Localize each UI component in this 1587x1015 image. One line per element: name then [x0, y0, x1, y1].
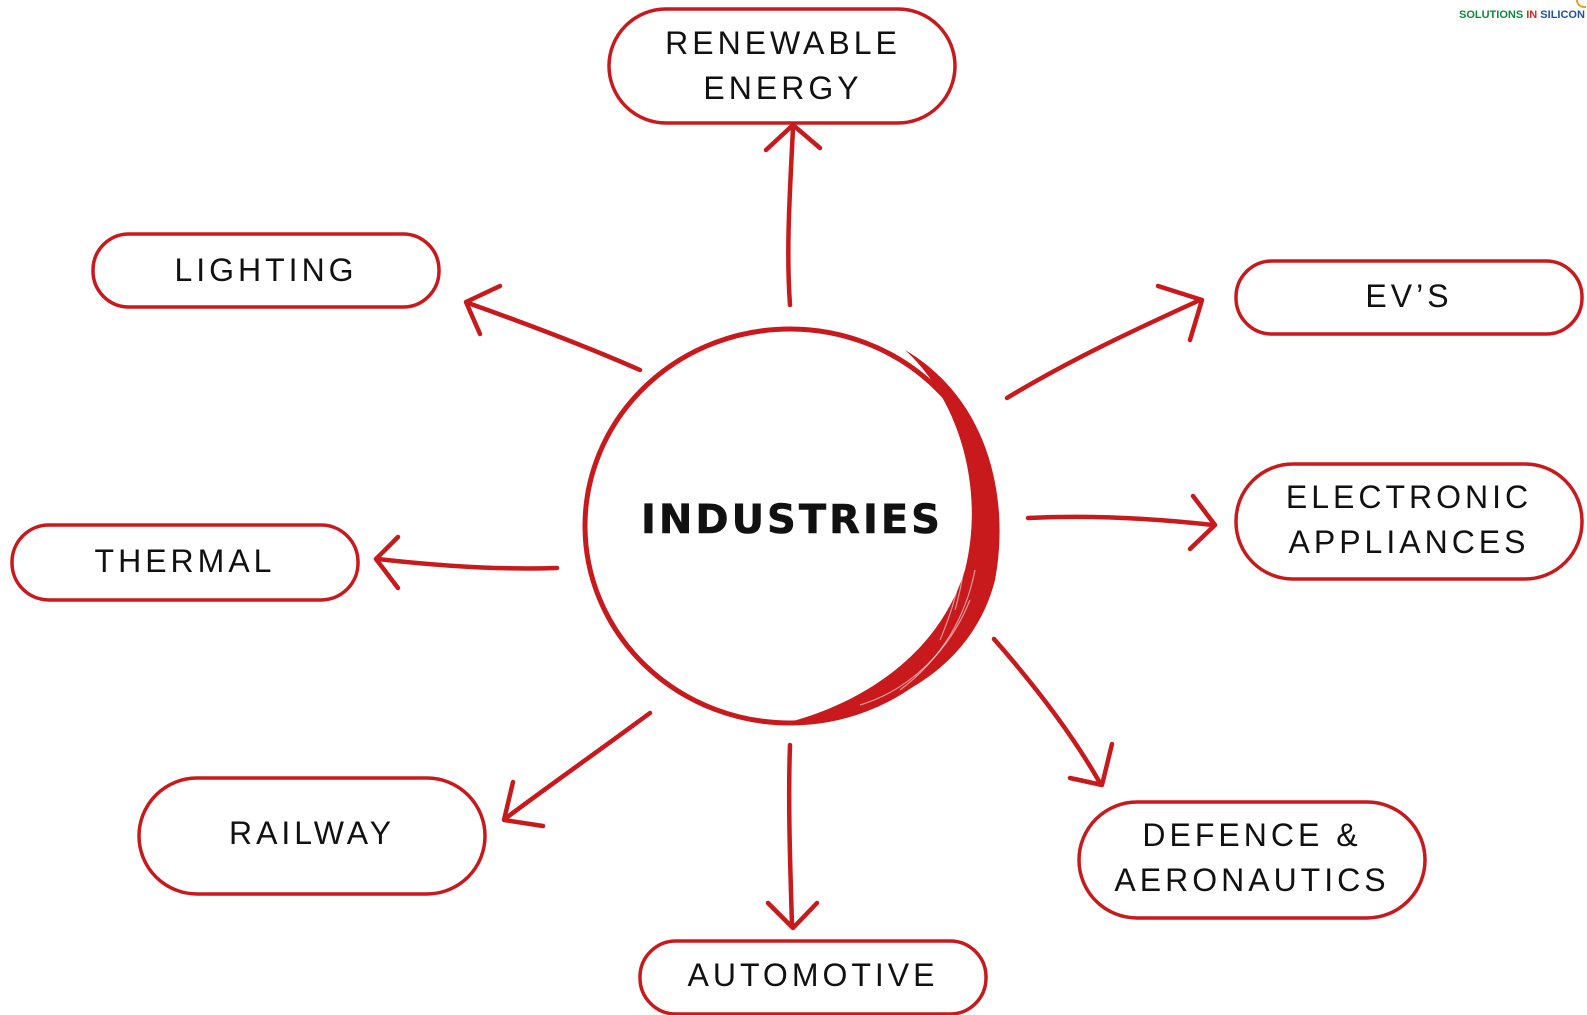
logo-mark-icon	[1576, 0, 1586, 8]
arrow-to-automotive	[765, 742, 820, 931]
node-evs: EV’S	[1234, 259, 1584, 336]
node-evs-label: EV’S	[1365, 278, 1452, 314]
hub-crescent-shading	[790, 350, 1000, 722]
logo-tagline-solutions: SOLUTIONS	[1459, 9, 1527, 21]
arrow-to-electronic	[1025, 493, 1218, 552]
hub: INDUSTRIES	[582, 326, 1000, 726]
node-renewable-line1: RENEWABLE	[665, 25, 901, 61]
node-lighting: LIGHTING	[91, 232, 441, 309]
arrow-to-renewable	[763, 122, 823, 308]
node-railway-label: RAILWAY	[229, 815, 395, 851]
node-thermal: THERMAL	[10, 523, 360, 602]
node-railway: RAILWAY	[137, 776, 487, 896]
arrow-to-thermal	[373, 534, 560, 591]
node-electronic: ELECTRONIC APPLIANCES	[1234, 462, 1584, 581]
node-thermal-label: THERMAL	[95, 543, 276, 579]
node-automotive-label: AUTOMOTIVE	[688, 957, 939, 993]
logo-tagline-in: IN	[1526, 9, 1541, 21]
node-defence: DEFENCE & AERONAUTICS	[1077, 800, 1427, 920]
arrow-to-evs	[1004, 283, 1205, 401]
node-renewable-line2: ENERGY	[703, 70, 862, 106]
logo-tagline: SOLUTIONS IN SILICON	[1459, 9, 1585, 21]
arrow-to-lighting	[463, 283, 643, 373]
arrow-to-railway	[501, 710, 653, 829]
hub-label: INDUSTRIES	[641, 497, 943, 543]
node-automotive: AUTOMOTIVE	[638, 939, 988, 1015]
node-electronic-line1: ELECTRONIC	[1286, 479, 1532, 515]
node-defence-line1: DEFENCE &	[1142, 817, 1361, 853]
arrows	[373, 122, 1218, 931]
node-defence-line2: AERONAUTICS	[1114, 862, 1389, 898]
node-electronic-line2: APPLIANCES	[1289, 524, 1530, 560]
node-renewable: RENEWABLE ENERGY	[607, 7, 957, 125]
node-lighting-label: LIGHTING	[174, 252, 357, 288]
logo-tagline-silicon: SILICON	[1540, 9, 1585, 21]
arrow-to-defence	[991, 636, 1115, 788]
